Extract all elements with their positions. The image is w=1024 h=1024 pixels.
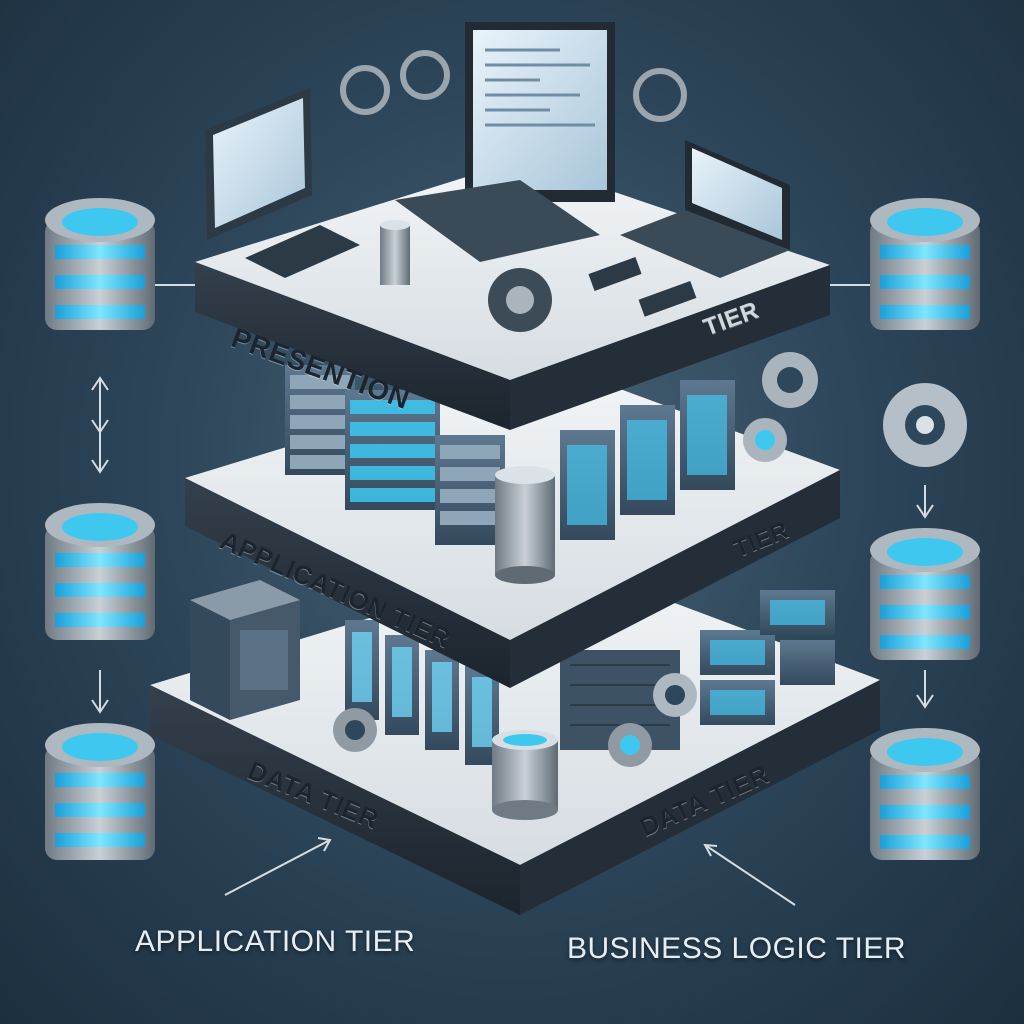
- data-tier-platform: [150, 560, 880, 915]
- database-icon: [870, 528, 980, 660]
- database-icon: [495, 466, 555, 584]
- database-icon: [492, 730, 558, 820]
- tablet-icon: [245, 225, 360, 278]
- arrow-icon: [916, 485, 934, 519]
- gear-icon: [743, 352, 818, 462]
- arrow-icon: [224, 837, 332, 896]
- database-icon: [45, 723, 155, 860]
- connector-arrows: [91, 284, 934, 906]
- server-rack-icon: [285, 365, 355, 475]
- presentation-tier-devices: [205, 22, 790, 332]
- database-icon: [45, 503, 155, 640]
- phone-icon: [638, 280, 697, 317]
- application-tier-hardware: [285, 352, 818, 584]
- arrow-icon: [91, 376, 109, 474]
- database-icon: [870, 728, 980, 860]
- data-tier-hardware: [190, 580, 835, 820]
- database-icon: [380, 220, 410, 285]
- caption-application-tier: APPLICATION TIER: [135, 925, 416, 958]
- gear-icon: [488, 268, 552, 332]
- arrow-icon: [916, 670, 934, 709]
- arrow-icon: [91, 670, 109, 714]
- server-rack-icon: [435, 435, 505, 545]
- server-rack-icon: [560, 380, 735, 540]
- monitor-icon: [205, 88, 312, 240]
- phone-icon: [588, 256, 642, 292]
- server-rack-icon: [345, 390, 440, 510]
- server-rack-icon: [190, 580, 300, 720]
- database-icon: [870, 198, 980, 330]
- server-rack-icon: [560, 590, 835, 750]
- server-rack-icon: [345, 620, 499, 765]
- laptop-icon: [620, 140, 790, 278]
- keyboard-icon: [395, 180, 600, 262]
- side-database-stacks: [45, 198, 980, 860]
- database-icon: [45, 198, 155, 330]
- monitor-icon: [465, 22, 615, 225]
- gear-icon: [883, 383, 967, 467]
- gear-icon: [340, 50, 687, 122]
- gear-icon: [333, 673, 697, 767]
- caption-business-logic-tier: BUSINESS LOGIC TIER: [567, 932, 907, 965]
- arrow-icon: [703, 843, 796, 906]
